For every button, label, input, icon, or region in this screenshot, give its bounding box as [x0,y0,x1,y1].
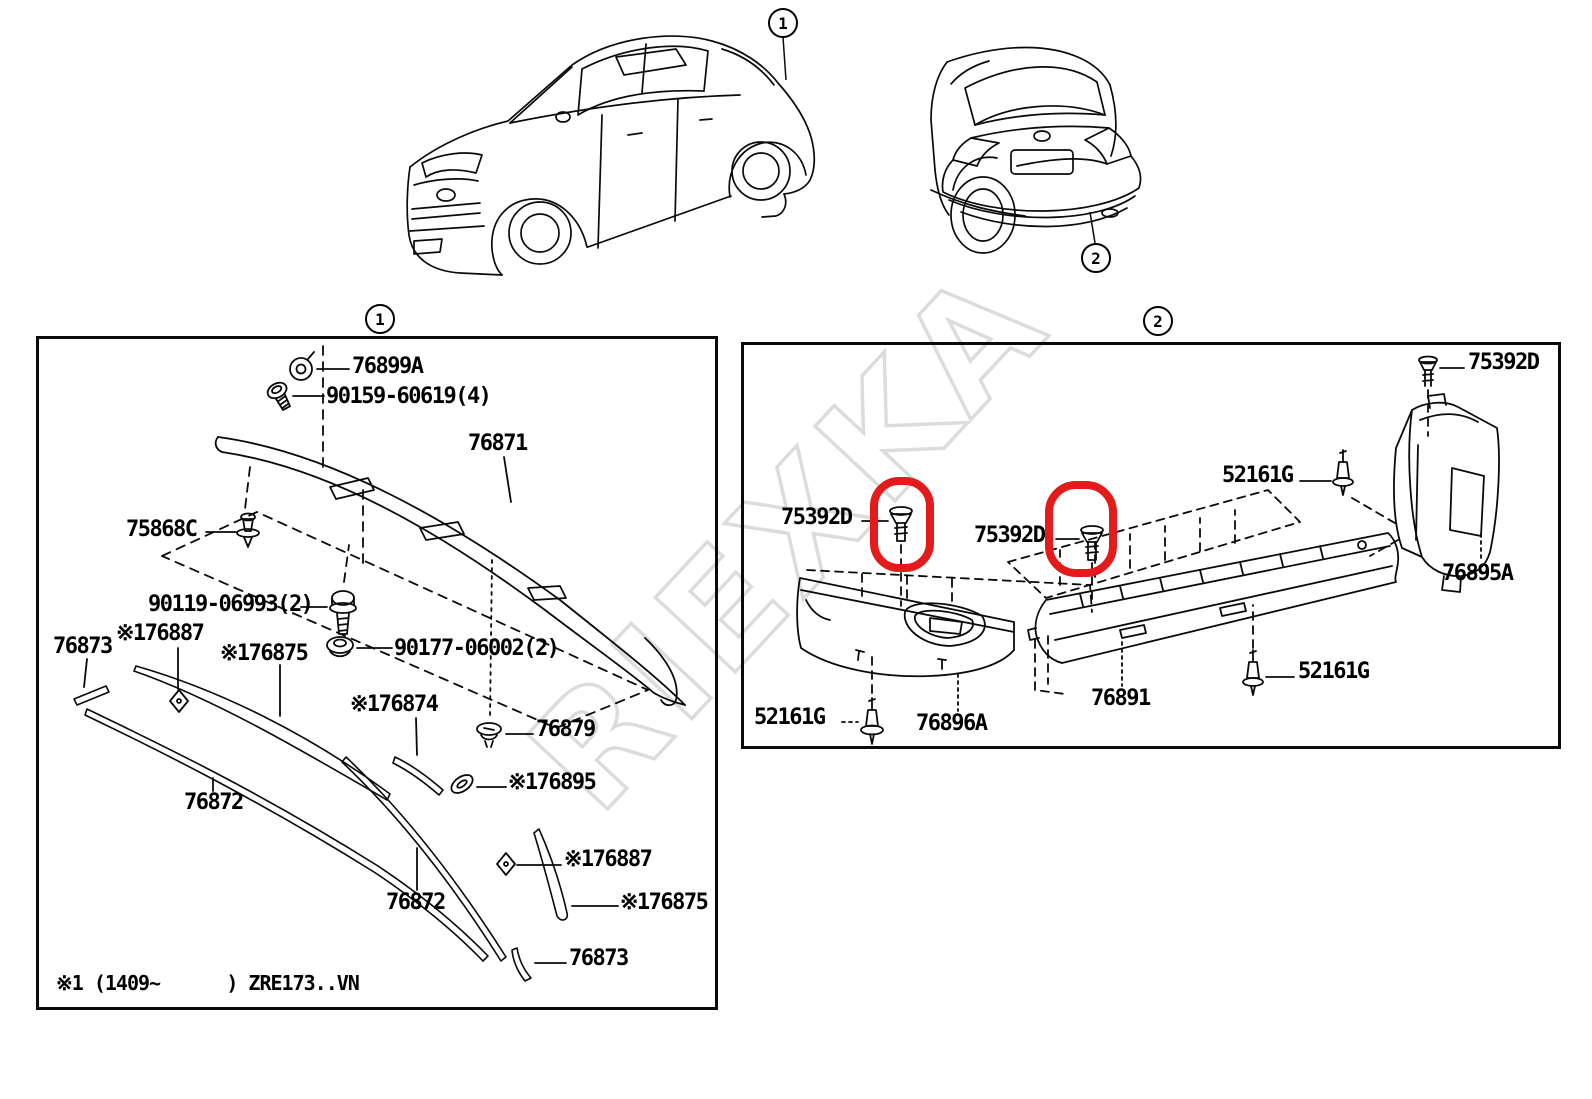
part-label-75392D-top: 75392D [1468,350,1540,375]
spoiler-panel-box [36,336,718,1010]
mud-guard-76895A [1357,393,1500,593]
callout-panel-bumper: 2 [1143,306,1173,336]
part-label-90159-60619: 90159-60619(4) [326,384,492,409]
panel-borders [36,336,1561,1010]
mud-guard-hidden-lines [1351,389,1429,527]
part-label-52161G-right: 52161G [1298,659,1370,684]
retainer-176895-icon [450,774,474,794]
spoiler-leader-lines [83,368,619,964]
grommet-90177-icon [326,636,354,658]
spoiler-wing-76871 [214,436,686,707]
part-label-176874: ※176874 [350,692,439,717]
bumper-leader-lines-dotted [841,533,1482,723]
rear-diffuser-76891 [1027,532,1400,664]
part-label-76873-b: 76873 [569,946,629,971]
part-label-176875-b: ※176875 [620,890,709,915]
part-label-76872-b: 76872 [386,890,446,915]
part-label-176887-a: ※176887 [116,621,205,646]
highlight-rings [870,477,1117,577]
spoiler-hidden-lines [161,345,649,729]
diffuser-hidden-lines [1007,489,1399,695]
car-rear-three-quarter-drawing [930,46,1142,254]
clip-176887b-icon [496,852,516,876]
part-label-52161G-left: 52161G [754,705,826,730]
bumper-panel-art [796,355,1500,745]
clip-75392D-top-icon [1418,355,1438,387]
highlight-ring-left [870,477,934,572]
clip-75392D-left-icon [889,506,913,542]
bolt-90119-icon [329,590,357,635]
part-label-76871: 76871 [468,431,528,456]
bumper-leader-lines [861,367,1465,678]
part-label-176875-a: ※176875 [220,641,309,666]
clip-176887a-icon [169,689,189,713]
clip-75392D-mid-icon [1080,525,1104,561]
molding-strips [73,665,569,982]
screw-52161G-left-icon [860,697,884,745]
panel-footnote: ※1 (1409~ ) ZRE173..VN [56,971,360,995]
part-label-76891: 76891 [1091,686,1151,711]
callout-car-front: 1 [768,8,798,38]
bumper-extension-76896A [796,577,1015,678]
part-label-76873-a: 76873 [53,634,113,659]
part-label-76895A: 76895A [1442,561,1514,586]
callout-panel-spoiler: 1 [365,304,395,334]
part-label-90177-06002: 90177-06002(2) [394,636,560,661]
highlight-ring-mid [1045,481,1117,577]
part-label-76899A: 76899A [352,354,424,379]
part-label-75392D-left: 75392D [781,505,853,530]
callout-car-rear: 2 [1081,243,1111,273]
part-label-76879: 76879 [536,717,596,742]
clip-76899A-icon [289,351,315,381]
bumper-panel-box [741,342,1561,749]
part-label-75392D-mid: 75392D [974,523,1046,548]
car-rear-callout-leader [1089,211,1096,244]
part-label-52161G-top: 52161G [1222,463,1294,488]
clip-76879-icon [476,722,502,748]
part-label-75868C: 75868C [126,517,198,542]
screw-52161G-top-icon [1332,449,1354,496]
part-label-76872-a: 76872 [184,790,244,815]
part-label-90119-06993: 90119-06993(2) [148,592,314,617]
car-front-callout-leader [782,36,787,81]
screw-52161G-right-icon [1242,649,1264,696]
part-label-76896A: 76896A [916,711,988,736]
spoiler-panel-art [73,345,686,982]
screw-90159-icon [266,381,291,411]
part-label-176895: ※176895 [508,770,597,795]
spoiler-hidden-lines-dotted [489,559,493,719]
clip-75868C-icon [236,512,260,548]
car-front-three-quarter-drawing [406,35,816,276]
part-label-176887-b: ※176887 [564,847,653,872]
